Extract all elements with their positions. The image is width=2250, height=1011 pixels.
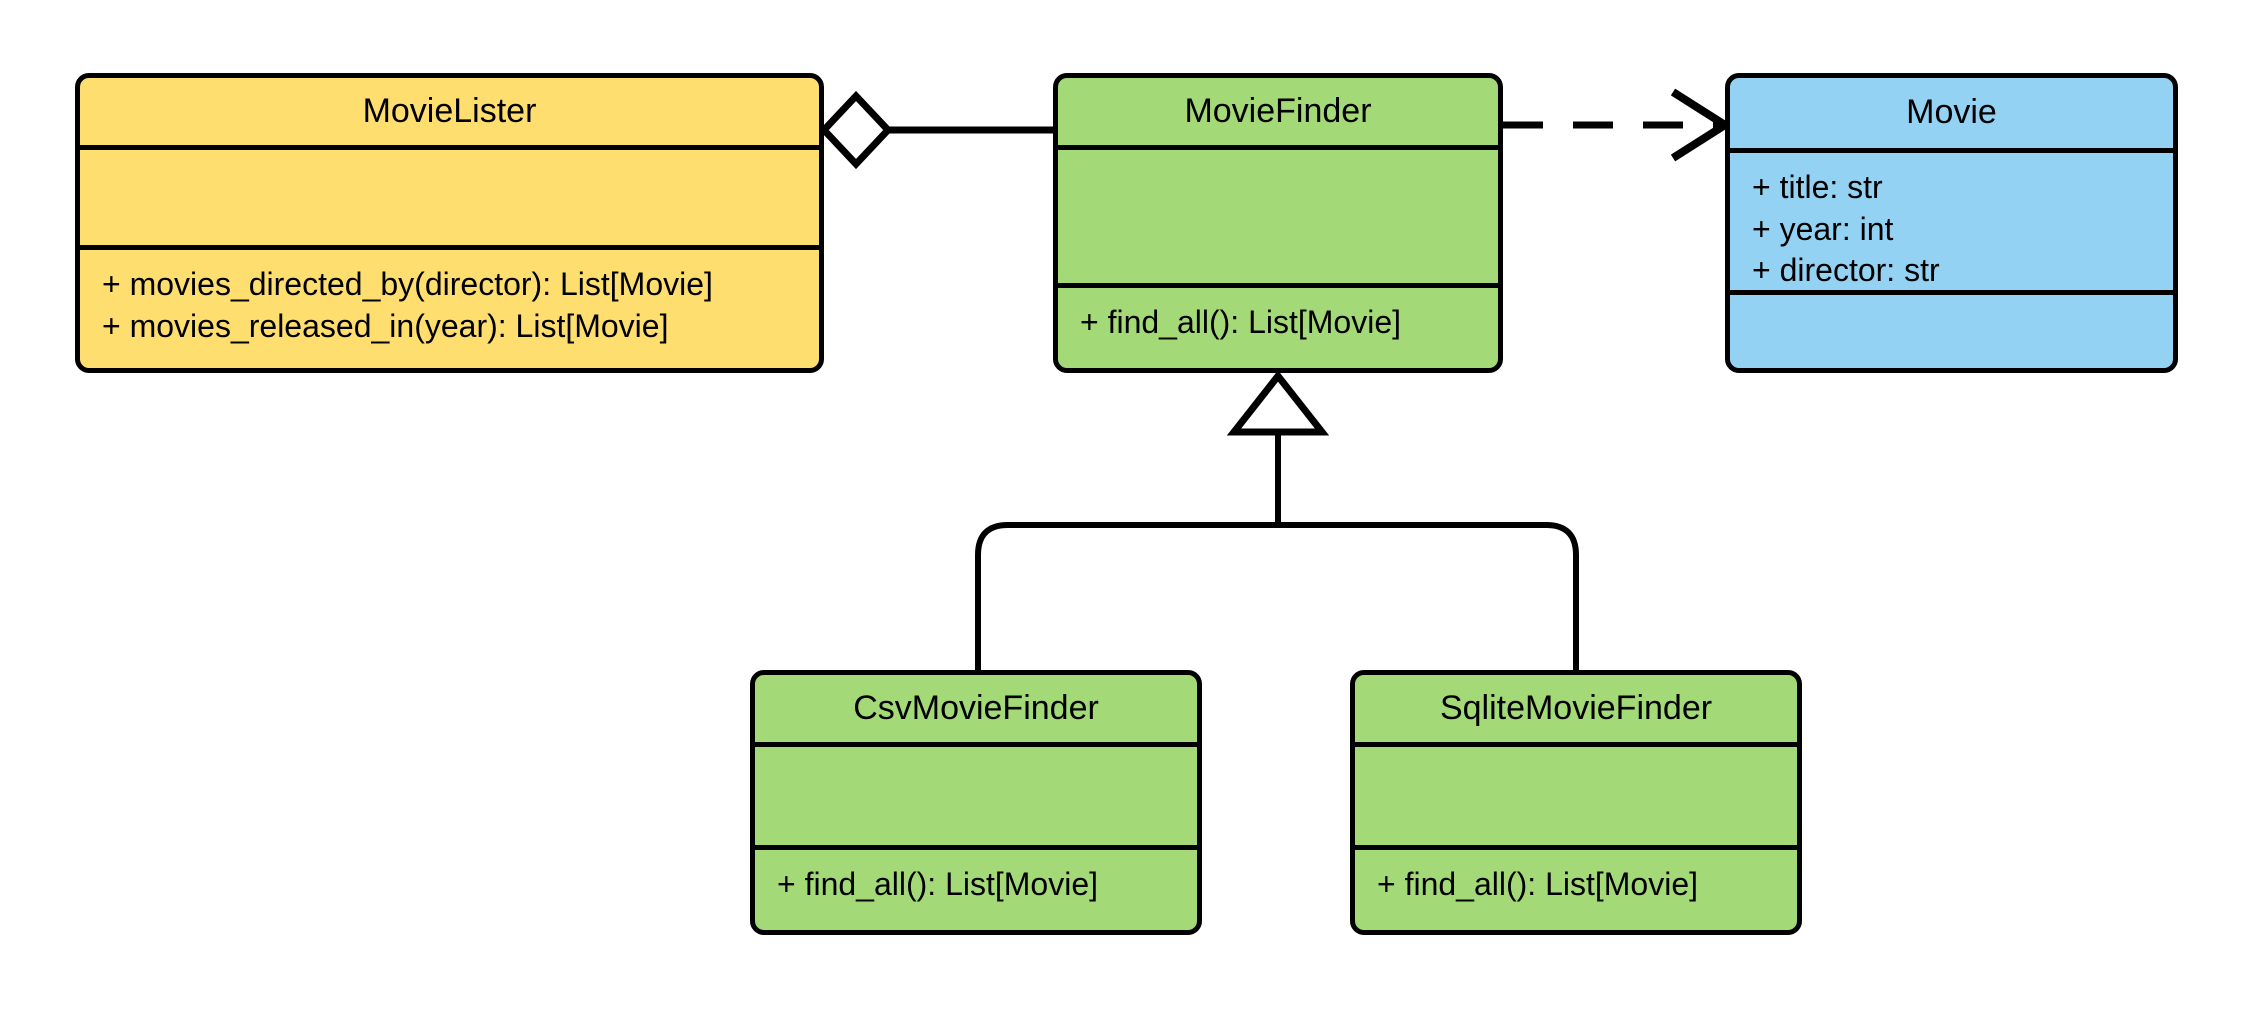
- class-name-movie: Movie: [1906, 93, 1997, 132]
- class-box-movie[interactable]: Movie + title: str + year: int + directo…: [1725, 73, 2178, 373]
- method-item: + movies_released_in(year): List[Movie]: [102, 307, 669, 344]
- compartment-divider: [1730, 290, 2173, 295]
- class-box-csvmoviefinder[interactable]: CsvMovieFinder + find_all(): List[Movie]: [750, 670, 1202, 935]
- method-item: + find_all(): List[Movie]: [777, 866, 1099, 902]
- compartment-divider: [1058, 145, 1498, 150]
- method-item: + movies_directed_by(director): List[Mov…: [102, 266, 713, 302]
- attributes-compartment-movielister: [80, 150, 819, 245]
- class-name-movielister: MovieLister: [362, 91, 537, 130]
- generalization-tree: [975, 370, 1579, 670]
- compartment-divider: [1355, 742, 1797, 747]
- methods-compartment-csvmoviefinder: + find_all(): List[Movie]: [755, 850, 1197, 930]
- compartment-divider: [755, 742, 1197, 747]
- compartment-divider: [1730, 148, 2173, 153]
- attribute-item: + year: int: [1752, 210, 1894, 247]
- class-name-csvmoviefinder: CsvMovieFinder: [853, 688, 1099, 727]
- class-box-sqlitemoviefinder[interactable]: SqliteMovieFinder + find_all(): List[Mov…: [1350, 670, 1802, 935]
- attributes-compartment-sqlitemoviefinder: [1355, 747, 1797, 845]
- methods-compartment-sqlitemoviefinder: + find_all(): List[Movie]: [1355, 850, 1797, 930]
- class-name-sqlitemoviefinder: SqliteMovieFinder: [1439, 688, 1713, 727]
- attribute-item: + director: str: [1752, 252, 1940, 289]
- hollow-diamond-marker: [819, 90, 893, 170]
- method-item: + find_all(): List[Movie]: [1377, 866, 1699, 902]
- attribute-item: + title: str: [1752, 169, 1883, 205]
- attributes-compartment-csvmoviefinder: [755, 747, 1197, 845]
- methods-compartment-movielister: + movies_directed_by(director): List[Mov…: [80, 250, 819, 368]
- class-box-moviefinder[interactable]: MovieFinder + find_all(): List[Movie]: [1053, 73, 1503, 373]
- compartment-divider: [80, 145, 819, 150]
- hollow-triangle-marker: [1226, 370, 1330, 436]
- methods-compartment-movie: [1730, 295, 2173, 368]
- class-name-moviefinder: MovieFinder: [1184, 91, 1372, 130]
- compartment-divider: [1058, 283, 1498, 288]
- aggregation-movielister-moviefinder: [819, 90, 1053, 170]
- methods-compartment-moviefinder: + find_all(): List[Movie]: [1058, 288, 1498, 368]
- class-box-movielister[interactable]: MovieLister + movies_directed_by(directo…: [75, 73, 824, 373]
- attributes-compartment-moviefinder: [1058, 150, 1498, 283]
- attributes-compartment-movie: + title: str + year: int + director: str: [1730, 153, 2173, 290]
- method-item: + find_all(): List[Movie]: [1080, 304, 1402, 340]
- generalization-branch-sqlite: [1278, 522, 1579, 670]
- compartment-divider: [80, 245, 819, 250]
- compartment-divider: [755, 845, 1197, 850]
- compartment-divider: [1355, 845, 1797, 850]
- generalization-branch-csv: [975, 522, 1278, 670]
- dependency-moviefinder-movie: [1503, 88, 1733, 162]
